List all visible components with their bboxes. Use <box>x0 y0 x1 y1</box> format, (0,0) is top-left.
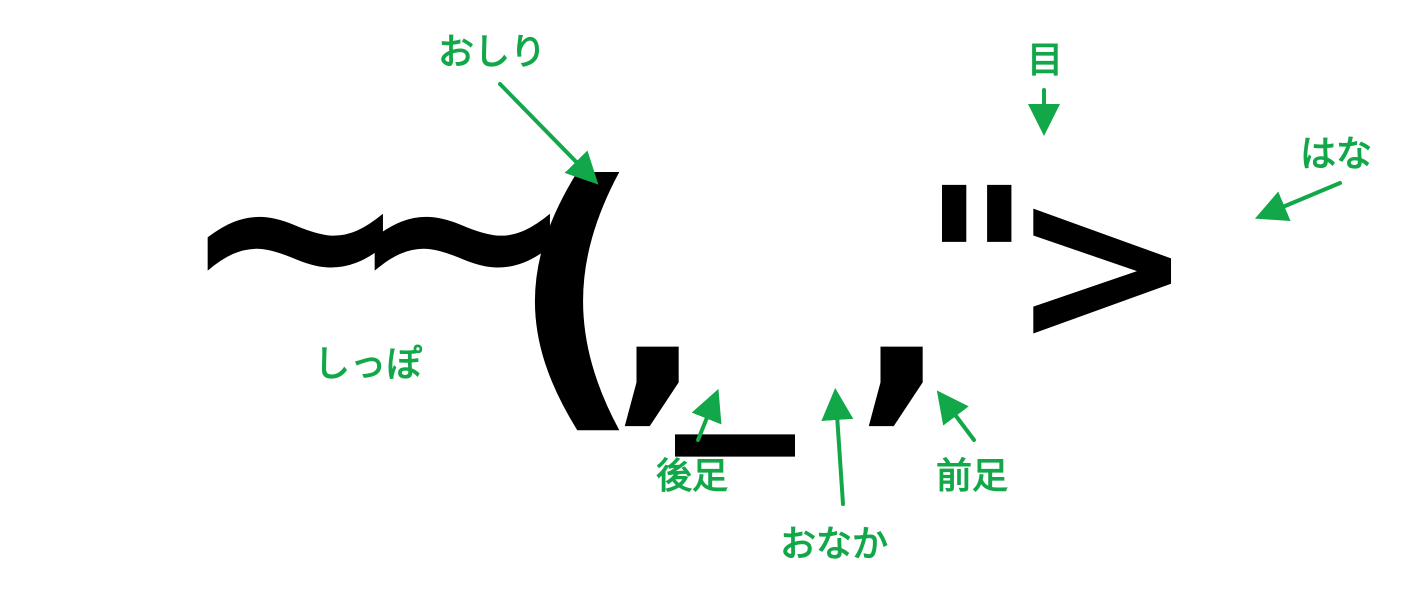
label-oshiri: おしり <box>438 32 546 73</box>
quote-eyes: " <box>922 143 1031 388</box>
underscore-belly: _ <box>675 177 795 457</box>
arrow-maeashi <box>936 390 976 442</box>
arrow-onaka <box>821 388 854 506</box>
tilde-tail-1: ~ <box>178 71 413 397</box>
label-hana: はな <box>1300 134 1372 175</box>
greater-nose: > <box>1010 136 1194 392</box>
arrow-hana <box>1254 181 1342 222</box>
label-maeashi: 前足 <box>936 456 1008 497</box>
label-me: 目 <box>1027 40 1063 81</box>
arrow-oshiri <box>498 82 599 185</box>
label-atoashi: 後足 <box>656 456 728 497</box>
label-onaka: おなか <box>780 524 888 565</box>
arrow-atoashi <box>691 388 722 442</box>
label-shippo: しっぽ <box>314 343 423 385</box>
comma-hind-leg: , <box>612 169 703 449</box>
comma-front-leg: , <box>856 169 947 449</box>
